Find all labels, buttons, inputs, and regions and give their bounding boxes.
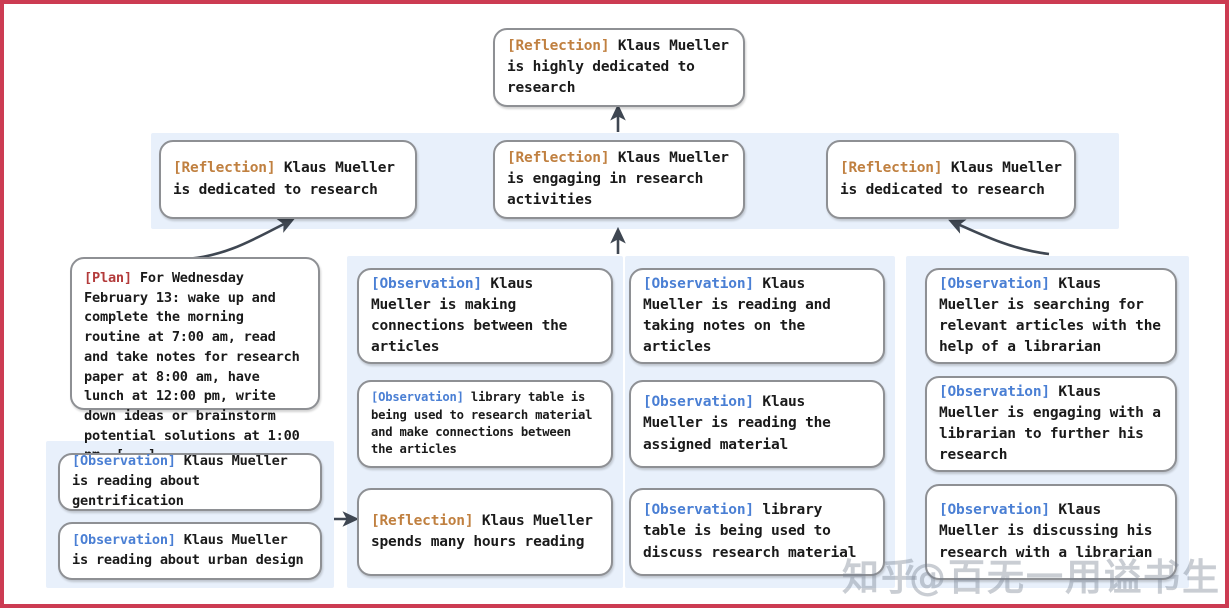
column-b-node-1-text: [Observation] Klaus Mueller is reading a… [643,274,871,358]
column-a-node-3-text: [Reflection] Klaus Mueller spends many h… [371,511,599,553]
node-body-text: Klaus Mueller is reading the assigned ma… [643,394,840,453]
node-body-text: Klaus Mueller is highly dedicated to res… [507,37,738,97]
column-c-node-2[interactable]: [Observation] Klaus Mueller is engaging … [925,376,1177,472]
observation-tag: [Observation] [72,453,176,470]
left-observation-node-2-text: [Observation] Klaus Mueller is reading a… [72,531,308,570]
reflection-tag: [Reflection] [840,160,943,177]
left-observation-node-2[interactable]: [Observation] Klaus Mueller is reading a… [58,522,322,580]
node-body-text: Klaus Mueller is engaging in research ac… [507,149,738,209]
column-c-node-1-text: [Observation] Klaus Mueller is searching… [939,274,1163,358]
node-body-text: Klaus Mueller is reading about urban des… [72,532,304,568]
node-body-text: Klaus Mueller is dedicated to research [840,160,1071,198]
observation-tag: [Observation] [371,390,464,405]
reflection-node-2-text: [Reflection] Klaus Mueller is engaging i… [507,148,731,211]
column-a-node-3[interactable]: [Reflection] Klaus Mueller spends many h… [357,488,613,576]
reflection-node-3-text: [Reflection] Klaus Mueller is dedicated … [840,158,1062,200]
reflection-node-2[interactable]: [Reflection] Klaus Mueller is engaging i… [493,140,745,219]
node-body-text: Klaus Mueller spends many hours reading [371,512,602,550]
observation-tag: [Observation] [72,532,176,549]
reflection-tag: [Reflection] [371,512,474,529]
observation-tag: [Observation] [643,502,754,519]
column-b-node-3-text: [Observation] library table is being use… [643,500,871,563]
observation-tag: [Observation] [643,275,754,292]
node-body-text: Klaus Mueller is reading about gentrific… [72,453,296,509]
column-b-node-1[interactable]: [Observation] Klaus Mueller is reading a… [629,268,885,364]
left-observation-node-1-text: [Observation] Klaus Mueller is reading a… [72,452,308,511]
column-a-node-2-text: [Observation] library table is being use… [371,389,599,458]
reflection-node-1-text: [Reflection] Klaus Mueller is dedicated … [173,158,403,200]
column-c-node-1[interactable]: [Observation] Klaus Mueller is searching… [925,268,1177,364]
reflection-node-3[interactable]: [Reflection] Klaus Mueller is dedicated … [826,140,1076,219]
node-body-text: Klaus Mueller is dedicated to research [173,160,404,198]
node-body-text: library table is being used to research … [371,390,600,457]
left-observation-node-1[interactable]: [Observation] Klaus Mueller is reading a… [58,453,322,511]
column-a-node-2[interactable]: [Observation] library table is being use… [357,380,613,468]
column-b-node-3[interactable]: [Observation] library table is being use… [629,488,885,576]
reflection-tag: [Reflection] [507,149,610,166]
observation-tag: [Observation] [643,394,754,411]
node-body-text: For Wednesday February 13: wake up and c… [84,270,300,463]
column-c-node-2-text: [Observation] Klaus Mueller is engaging … [939,382,1163,466]
node-body-text: Klaus Mueller is reading and taking note… [643,275,840,356]
root-reflection-text: [Reflection] Klaus Mueller is highly ded… [507,36,731,99]
column-b-node-2[interactable]: [Observation] Klaus Mueller is reading t… [629,380,885,468]
column-a-node-1-text: [Observation] Klaus Mueller is making co… [371,274,599,358]
node-body-text: Klaus Mueller is searching for relevant … [939,275,1170,356]
root-reflection-node[interactable]: [Reflection] Klaus Mueller is highly ded… [493,28,745,107]
reflection-tag: [Reflection] [507,37,610,54]
column-c-node-3[interactable]: [Observation] Klaus Mueller is discussin… [925,484,1177,580]
plan-node-text: [Plan] For Wednesday February 13: wake u… [84,269,306,466]
node-body-text: Klaus Mueller is engaging with a librari… [939,383,1170,464]
observation-tag: [Observation] [939,383,1050,400]
column-b-node-2-text: [Observation] Klaus Mueller is reading t… [643,392,871,455]
column-a-node-1[interactable]: [Observation] Klaus Mueller is making co… [357,268,613,364]
observation-tag: [Observation] [939,275,1050,292]
node-body-text: library table is being used to discuss r… [643,502,857,561]
node-body-text: Klaus Mueller is making connections betw… [371,275,576,356]
observation-tag: [Observation] [371,275,482,292]
column-c-node-3-text: [Observation] Klaus Mueller is discussin… [939,500,1163,563]
plan-node[interactable]: [Plan] For Wednesday February 13: wake u… [70,257,320,463]
plan-tag: [Plan] [84,270,132,286]
observation-tag: [Observation] [939,502,1050,519]
reflection-node-1[interactable]: [Reflection] Klaus Mueller is dedicated … [159,140,417,219]
reflection-tag: [Reflection] [173,160,276,177]
node-body-text: Klaus Mueller is discussing his research… [939,502,1161,561]
